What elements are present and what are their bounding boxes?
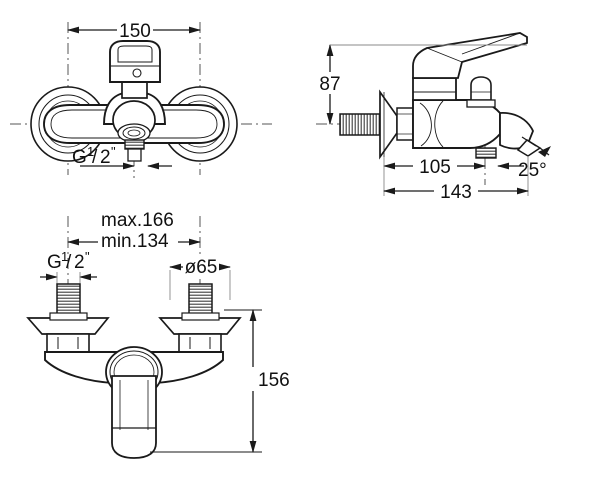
dim-156-label: 156 — [258, 370, 290, 391]
dim-87-label: 87 — [319, 74, 340, 95]
dim-bottom-escutcheon-diameter: ø65 — [169, 256, 231, 300]
dim-g12-front-label-g: G — [72, 147, 87, 168]
right-hex-nut — [178, 333, 222, 353]
side-wall-flange — [379, 89, 398, 160]
right-threaded-shank — [188, 283, 213, 316]
dim-105-text-mask — [413, 154, 457, 176]
side-lever-top-edge — [461, 32, 521, 55]
side-body-inner-arc — [419, 102, 432, 147]
front-outlet-ring-inner — [127, 129, 141, 137]
side-hex-nut — [396, 107, 414, 141]
dim-g12-front-label-numerator: 1 — [87, 144, 94, 159]
dim-105-label: 105 — [419, 157, 451, 178]
side-hose-outlet — [475, 147, 497, 159]
front-elevation-view: 150 G 1 / 2 " — [10, 18, 272, 178]
left-cone-collar — [49, 312, 88, 321]
bottom-right-tailpiece — [158, 283, 242, 353]
dim-g12-bottom-label-unit: " — [85, 249, 90, 264]
dim-max166-label: max.166 — [101, 210, 174, 231]
dim-bottom-depth: 156 — [150, 309, 290, 453]
front-hose-stub — [127, 148, 142, 162]
side-body-inner-arc2 — [434, 100, 444, 148]
side-diverter-knob — [470, 76, 492, 101]
dim-87-text-mask — [316, 72, 344, 94]
dim-g12-bottom-label-g: G — [47, 252, 62, 273]
left-threaded-shank — [56, 283, 81, 316]
front-index-button — [132, 68, 142, 78]
dim-front-inlet-thread: G 1 / 2 " — [72, 144, 172, 170]
dim-bottom-centers: max.166 min.134 — [67, 209, 201, 252]
dim-o65-text-mask — [183, 256, 219, 277]
dim-g12-front-label-unit: " — [111, 144, 116, 159]
dim-g12-bottom-label-numerator: 1 — [61, 249, 68, 264]
side-lever-crease — [426, 47, 463, 63]
side-lever-handle — [412, 32, 528, 79]
dim-side-total-projection: 143 — [383, 179, 529, 203]
dim-o65-label: ø65 — [185, 257, 218, 278]
dim-spout-angle: 25° — [518, 146, 551, 181]
side-inlet-thread — [339, 113, 381, 136]
angle-arrow-glyph — [538, 146, 551, 157]
bottom-left-tailpiece — [26, 283, 110, 353]
dim-front-width: 150 — [67, 18, 201, 42]
dim-min134-label: min.134 — [101, 231, 169, 252]
front-body-inner-contour — [50, 109, 218, 139]
dim-g12-bottom-label-slash: / — [66, 252, 72, 273]
front-lever-top-inset — [117, 45, 153, 63]
dim-g12-bottom-label-denominator: 2 — [74, 252, 85, 273]
side-elevation-view: 87 105 25° 143 — [316, 32, 551, 203]
dim-143-text-mask — [434, 179, 478, 201]
dim-g12-front-label-denominator: 2 — [100, 147, 111, 168]
side-cartridge-housing — [412, 77, 457, 101]
dim-150-text-mask — [117, 18, 153, 40]
bottom-plan-view: max.166 min.134 G 1 / 2 " ø65 — [26, 209, 290, 459]
dim-156-text-mask — [236, 367, 280, 391]
bottom-centerlines — [67, 216, 201, 290]
side-outlet-lip — [521, 136, 537, 147]
left-hex-nut — [46, 333, 90, 353]
dim-25deg-label: 25° — [518, 160, 547, 181]
dim-g12-front-label-slash: / — [92, 147, 98, 168]
dim-143-label: 143 — [440, 182, 472, 203]
bottom-spout-plan — [111, 375, 157, 459]
dim-centers-text-mask — [98, 209, 178, 251]
dim-side-height: 87 — [316, 44, 527, 125]
right-cone-collar — [181, 312, 220, 321]
front-hose-nipple — [124, 139, 145, 150]
dim-150-label: 150 — [119, 21, 151, 42]
side-diverter-base — [466, 99, 496, 108]
dim-bottom-inlet-thread: G 1 / 2 " — [40, 249, 97, 292]
